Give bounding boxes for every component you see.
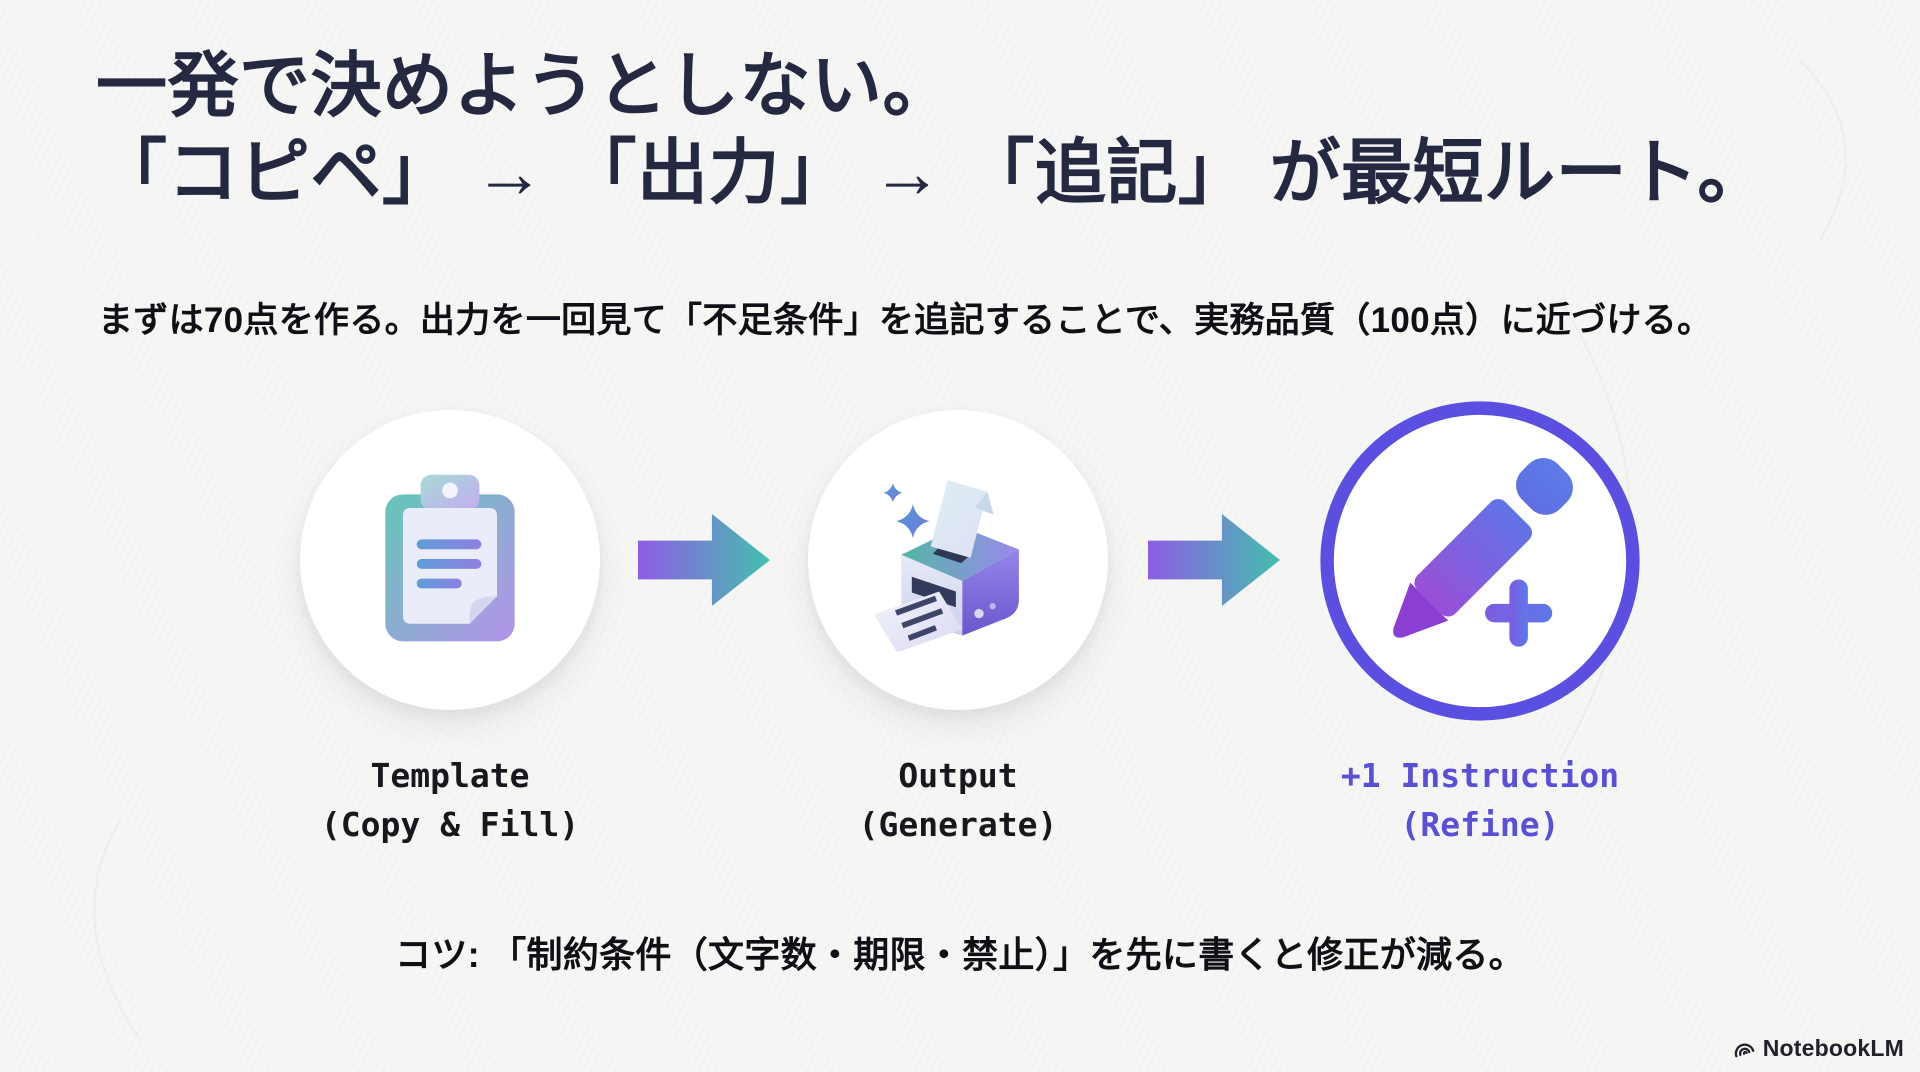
step-label-line1: Template [370, 756, 530, 795]
step-label-line2: (Generate) [858, 804, 1058, 844]
notebooklm-brand-text: NotebookLM [1762, 1035, 1904, 1061]
pencil-plus-icon [1320, 401, 1640, 721]
step-label-output: Output (Generate) [748, 752, 1168, 850]
flow-arrow-icon [1148, 514, 1280, 606]
flow-arrow-icon [638, 514, 770, 606]
step-label-template: Template (Copy & Fill) [240, 752, 660, 850]
step-label-line1: +1 Instruction [1340, 756, 1620, 795]
notebooklm-watermark: NotebookLM [1731, 1035, 1904, 1062]
title-line-2: 「コピペ」 → 「出力」 → 「追記」 が最短ルート。 [96, 133, 1769, 213]
step-label-refine: +1 Instruction (Refine) [1270, 752, 1690, 850]
step-label-line2: (Copy & Fill) [320, 804, 580, 844]
step-circle-output [808, 410, 1108, 710]
step-label-line2: (Refine) [1400, 804, 1560, 844]
title-line-1: 一発で決めようとしない。 [96, 47, 955, 126]
step-label-line1: Output [898, 756, 1018, 795]
slide-subtitle: まずは70点を作る。出力を一回見て「不足条件」を追記することで、実務品質（100… [98, 301, 1713, 340]
notebooklm-logo-icon [1734, 1043, 1755, 1058]
printer-icon [874, 480, 1019, 653]
slide-title: 一発で決めようとしない。 「コピペ」 → 「出力」 → 「追記」 が最短ルート。 [96, 44, 1769, 217]
clipboard-icon [385, 474, 515, 642]
step-circle-template [300, 410, 600, 710]
tip-text: コツ: 「制約条件（文字数・期限・禁止）」を先に書くと修正が減る。 [395, 934, 1525, 975]
